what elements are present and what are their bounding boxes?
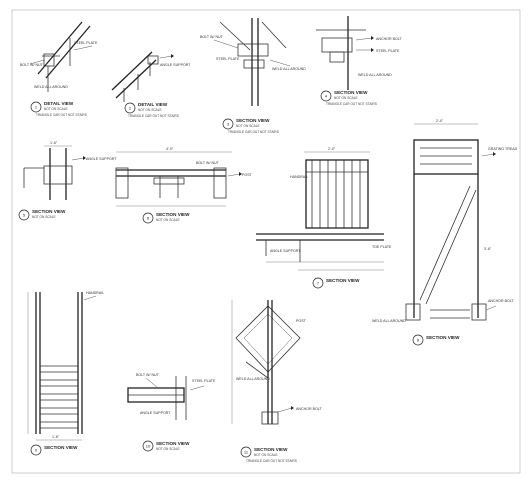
note-angle: ANGLE SUPPORT	[86, 157, 117, 161]
view-title: SECTION VIEW	[156, 212, 190, 217]
note-angle: ANGLE SUPPORT	[160, 63, 191, 67]
view-scale: NOT ON SCALE	[44, 107, 68, 111]
view-bubble: 3	[227, 122, 230, 127]
note-post: POST	[296, 319, 307, 323]
view-title: SECTION VIEW	[334, 90, 368, 95]
view-note: TRIANGLE CAR OUT NOT STAIRS	[128, 114, 179, 118]
note-rail: HANDRAIL	[86, 291, 104, 295]
sheet-border	[11, 9, 521, 474]
view-title: SECTION VIEW	[156, 441, 190, 446]
view-title: SECTION VIEW	[236, 118, 270, 123]
view-scale: NOT ON SCALE	[156, 218, 180, 222]
section-view-6: 4'-0" POST BOLT W/ NUT 6 SECTION VIEW NO…	[115, 147, 253, 224]
view-bubble: 6	[147, 216, 150, 221]
note-weld: WELD ALL AROUND	[236, 377, 270, 381]
view-note: TRIANGLE CAR OUT NOT STAIRS	[326, 102, 377, 106]
note-weld: WELD ALL AROUND	[372, 319, 406, 323]
note-plate: STEEL PLATE	[216, 57, 240, 61]
dim-label: 3'-6"	[484, 247, 492, 251]
section-view-4: ANCHOR BOLT STEEL PLATE WELD ALL AROUND …	[316, 16, 402, 106]
note-bolt: BOLT W/ NUT	[196, 161, 220, 165]
view-bubble: 1	[35, 105, 38, 110]
view-title: SECTION VIEW	[426, 335, 460, 340]
view-note: TRIANGLE CAR OUT NOT STAIRS	[246, 459, 297, 463]
detail-view-1: BOLT W/ NUT STEEL PLATE WELD ALL AROUND …	[20, 21, 98, 117]
view-bubble: 8	[417, 338, 420, 343]
view-bubble: 9	[35, 448, 38, 453]
note-bolt: BOLT W/ NUT	[136, 373, 160, 377]
note-plate: STEEL PLATE	[192, 379, 216, 383]
section-view-5: 1'-6" ANGLE SUPPORT 5 SECTION VIEW NOT O…	[18, 141, 117, 221]
view-scale: NOT ON SCALE	[32, 215, 56, 219]
note-post: POST	[242, 173, 253, 177]
view-scale: NOT ON SCALE	[254, 453, 278, 457]
note-anchor: ANCHOR BOLT	[376, 37, 402, 41]
view-scale: NOT ON SCALE	[138, 108, 162, 112]
view-note: TRIANGLE CAR OUT NOT STAIRS	[36, 113, 87, 117]
view-bubble: 2	[129, 106, 132, 111]
view-title: SECTION VIEW	[326, 278, 360, 283]
dim-label: 1'-6"	[52, 435, 60, 439]
section-view-10: BOLT W/ NUT STEEL PLATE ANGLE SUPPORT 10…	[127, 373, 216, 452]
view-bubble: 7	[317, 281, 320, 286]
note-bolt: BOLT W/ NUT	[20, 63, 44, 67]
note-plate: STEEL PLATE	[74, 41, 98, 45]
view-bubble: 11	[244, 450, 249, 455]
dim-label: 1'-6"	[50, 141, 58, 145]
dim-label: 2'-0"	[328, 147, 336, 151]
dim-label: 4'-0"	[166, 147, 174, 151]
view-scale: NOT ON SCALE	[236, 124, 260, 128]
dim-label: 2'-0"	[436, 119, 444, 123]
note-weld: WELD ALL AROUND	[34, 85, 68, 89]
section-view-3: BOLT W/ NUT WELD ALL AROUND STEEL PLATE …	[200, 18, 306, 134]
view-scale: NOT ON SCALE	[334, 96, 358, 100]
note-bolt: BOLT W/ NUT	[200, 35, 224, 39]
view-scale: NOT ON SCALE	[156, 447, 180, 451]
section-view-11: ANCHOR BOLT WELD ALL AROUND POST 11 SECT…	[231, 300, 322, 463]
view-title: SECTION VIEW	[44, 445, 78, 450]
view-title: SECTION VIEW	[254, 447, 288, 452]
note-anchor: ANCHOR BOLT	[488, 299, 514, 303]
note-rail: HANDRAIL	[290, 175, 308, 179]
view-title: DETAIL VIEW	[44, 101, 74, 106]
view-bubble: 10	[146, 444, 151, 449]
note-angle: ANGLE SUPPORT	[270, 249, 301, 253]
note-toe: TOE PLATE	[372, 245, 392, 249]
note-angle: ANGLE SUPPORT	[140, 411, 171, 415]
view-note: TRIANGLE CAR OUT NOT STAIRS	[228, 130, 279, 134]
section-view-9: HANDRAIL 1'-6" 9 SECTION VIEW	[27, 291, 104, 456]
section-view-8: 2'-0" GRATING TREAD ANCHOR BOLT WELD ALL…	[372, 119, 518, 346]
view-bubble: 4	[325, 94, 328, 99]
section-view-7: 2'-0" ANGLE SUPPORT TOE PLATE HANDRAIL 7…	[256, 147, 392, 289]
view-title: DETAIL VIEW	[138, 102, 168, 107]
view-title: SECTION VIEW	[32, 209, 66, 214]
note-tread: GRATING TREAD	[488, 147, 518, 151]
detail-view-2: ANGLE SUPPORT 2 DETAIL VIEW NOT ON SCALE…	[111, 51, 191, 118]
note-plate: STEEL PLATE	[376, 49, 400, 53]
note-anchor: ANCHOR BOLT	[296, 407, 322, 411]
note-weld: WELD ALL AROUND	[358, 73, 392, 77]
note-weld: WELD ALL AROUND	[272, 67, 306, 71]
view-bubble: 5	[23, 213, 26, 218]
